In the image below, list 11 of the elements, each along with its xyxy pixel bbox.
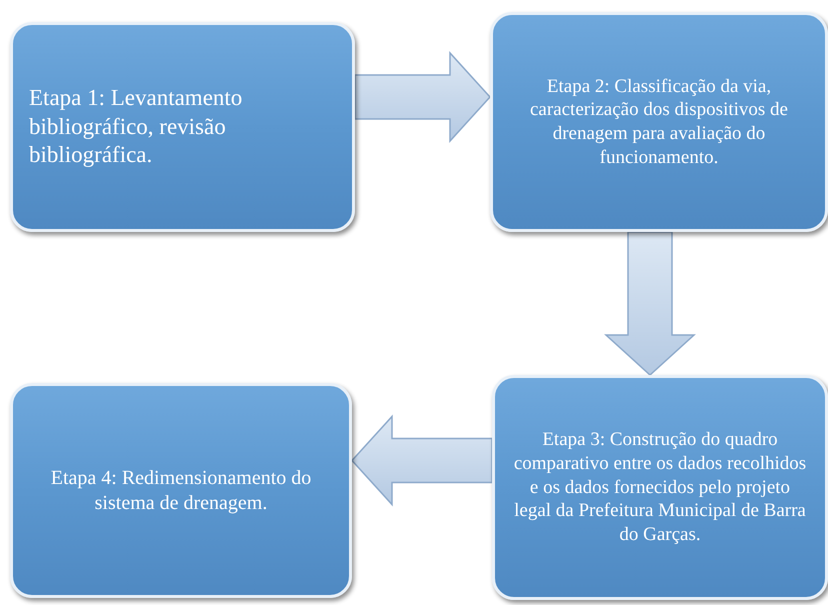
process-box: [490, 12, 828, 232]
block-arrow: [350, 414, 493, 506]
step-text: Etapa 1: Levantamento bibliográfico, revisão bibliográfica.: [29, 84, 244, 170]
step-text: Etapa 3: Construção do quadro comparativo entre os dados recolhidos e os dados fornecidos pelo projeto legal da Prefeitura Municipal de Barra do Garças.: [512, 428, 808, 547]
process-box: [492, 375, 828, 600]
process-box: [10, 383, 352, 598]
block-arrow: [354, 51, 492, 143]
process-box: [10, 22, 355, 232]
step-text: Etapa 4: Redimensionamento do sistema de drenagem.: [50, 466, 312, 516]
block-arrow: [604, 231, 696, 376]
step-text: Etapa 2: Classificação da via, caracterização dos dispositivos de drenagem para avaliação do funcionamento.: [529, 74, 789, 170]
